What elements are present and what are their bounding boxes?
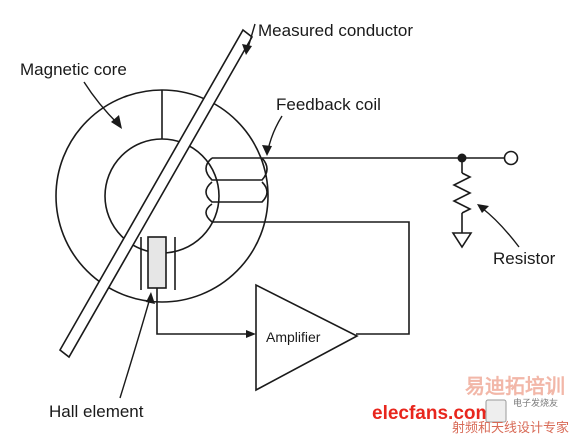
ground-symbol [451,232,473,249]
hall-output-wire [156,288,246,335]
label-feedback-coil: Feedback coil [276,95,381,114]
coil-turn-2 [205,181,268,203]
magnetic-core-inner [104,138,220,254]
watermark: 易迪拓培训 电子发烧友 elecfans.com 射频和天线设计专家 [372,374,569,436]
coil-turn-1 [205,157,268,181]
coil-return-wire [262,221,410,335]
measured-conductor-arrowhead [242,44,252,55]
resistor-pointer [481,207,520,248]
watermark-cn-mini: 电子发烧友 [513,397,558,409]
measured-conductor [58,28,254,359]
conductor-rod [58,28,254,359]
junction-dot [457,153,467,163]
amplifier-symbol [255,283,359,392]
magnetic-core-arrowhead [111,115,122,129]
label-measured-conductor: Measured conductor [258,21,413,40]
watermark-cn-title: 易迪拓培训 [465,374,565,398]
label-magnetic-core: Magnetic core [20,60,127,79]
hall-element-arrowhead [146,292,155,304]
hall-element [140,236,176,290]
watermark-brand: elecfans.com [372,403,492,424]
label-resistor: Resistor [493,249,556,268]
resistor-arrowhead [477,204,489,213]
wiring [156,157,504,335]
label-amplifier: Amplifier [266,329,321,345]
feedback-coil-pointer [267,115,283,151]
hall-element-body [147,236,167,289]
feedback-coil [205,157,268,223]
label-arrowheads [111,44,489,304]
measured-conductor-pointer [247,23,256,49]
resistor-zigzag [452,172,472,214]
output-terminal [503,150,519,166]
label-hall-element: Hall element [49,402,144,421]
watermark-cn-subtitle: 射频和天线设计专家 [452,420,569,436]
magnetic-core-pointer [83,81,119,125]
feedback-coil-arrowhead [262,145,272,156]
amplifier-input-arrowhead [246,330,256,338]
coil-turn-3 [205,203,262,223]
hall-element-pointer [119,297,151,399]
watermark-logo-icon [485,399,507,423]
